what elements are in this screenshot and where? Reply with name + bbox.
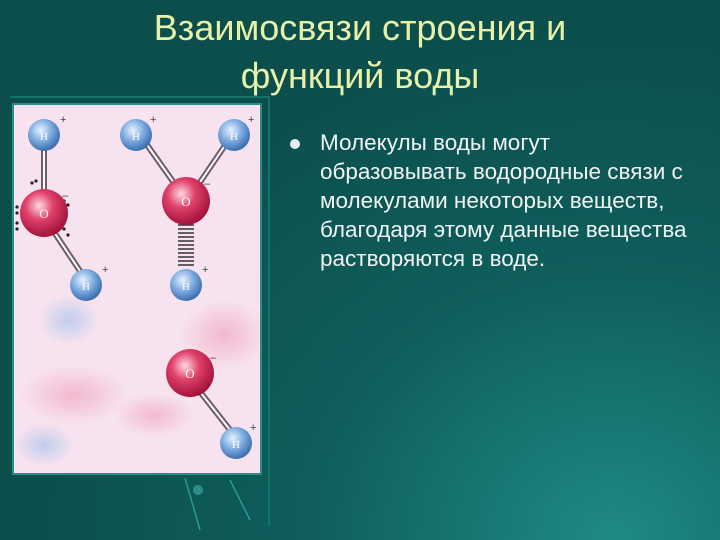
svg-text:+: +	[60, 114, 66, 126]
oxygen-atom: O	[162, 177, 210, 225]
hydrogen-atom: H	[70, 269, 102, 301]
svg-text:H: H	[82, 281, 90, 293]
title-line-1: Взаимосвязи строения и	[153, 7, 567, 48]
svg-text:H: H	[132, 131, 140, 143]
oxygen-atom: O	[20, 189, 68, 237]
svg-text:–: –	[62, 190, 69, 202]
background-blur	[14, 423, 74, 467]
hydrogen-atom: H	[28, 119, 60, 151]
svg-text:–: –	[210, 352, 217, 364]
svg-text:H: H	[182, 281, 190, 293]
svg-text:O: O	[185, 366, 194, 381]
molecule-diagram: O O O H H H H H	[14, 114, 260, 467]
svg-text:+: +	[202, 264, 208, 276]
horizontal-divider	[10, 96, 270, 98]
hydrogen-atom: H	[120, 119, 152, 151]
bullet-icon	[290, 139, 300, 149]
bullet-text: Молекулы воды могут образовывать водород…	[320, 130, 687, 271]
background-blur	[114, 393, 194, 437]
background-blur	[19, 365, 129, 425]
bullet-item: Молекулы воды могут образовывать водород…	[290, 128, 700, 273]
slide-content: Молекулы воды могут образовывать водород…	[290, 128, 700, 273]
svg-text:O: O	[39, 206, 48, 221]
svg-text:–: –	[204, 178, 211, 190]
hydrogen-bond	[178, 224, 194, 266]
svg-text:+: +	[150, 114, 156, 126]
svg-text:H: H	[232, 439, 240, 451]
svg-text:H: H	[40, 131, 48, 143]
svg-text:+: +	[102, 264, 108, 276]
water-molecules-figure: O O O H H H H H	[12, 103, 262, 475]
hydrogen-atom: H	[218, 119, 250, 151]
charge-symbols: + + + + + + – – –	[60, 114, 256, 434]
svg-text:O: O	[181, 194, 190, 209]
svg-text:+: +	[248, 114, 254, 126]
svg-text:+: +	[250, 422, 256, 434]
vertical-divider	[268, 96, 270, 526]
oxygen-atom: O	[166, 349, 214, 397]
hydrogen-atom: H	[220, 427, 252, 459]
background-blur	[39, 295, 99, 345]
svg-text:H: H	[230, 131, 238, 143]
hydrogen-atom: H	[170, 269, 202, 301]
title-line-2: функций воды	[240, 55, 480, 96]
slide-title: Взаимосвязи строения и функций воды	[0, 4, 720, 100]
